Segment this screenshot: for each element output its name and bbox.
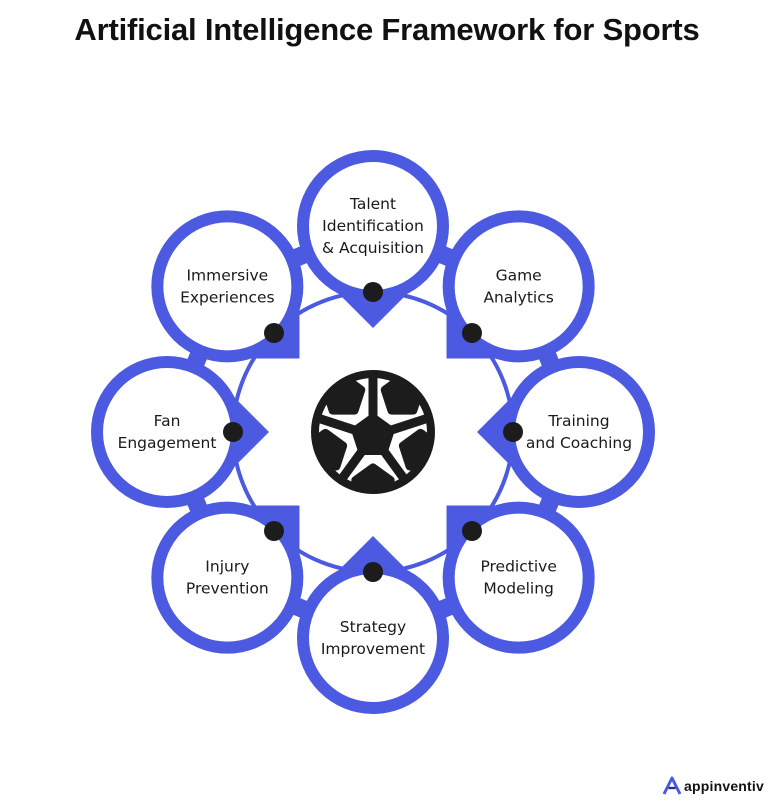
page-title: Artificial Intelligence Framework for Sp…: [74, 12, 700, 47]
node-pointer: [477, 396, 513, 468]
ring-dot: [264, 323, 285, 344]
node-label: Fan: [154, 412, 181, 430]
ball-patch: [351, 463, 395, 490]
node-label: Modeling: [483, 580, 554, 598]
node-inner-circle: [309, 162, 437, 290]
brand-name: appinventiv: [684, 778, 764, 794]
node-inner-circle: [103, 368, 231, 496]
ring-dot: [363, 562, 383, 582]
ring-dot: [461, 520, 482, 541]
node-inner-circle: [163, 222, 292, 351]
ball-seam: [315, 412, 361, 435]
node-training: Training and Coaching: [477, 356, 655, 508]
soccer-ball-icon: [311, 370, 435, 494]
node-label: Training: [547, 412, 609, 430]
ring-dot: [223, 422, 243, 442]
node-pointer: [337, 536, 409, 572]
node-inner-circle: [309, 574, 437, 702]
node-label: Predictive: [480, 558, 556, 576]
ring-dot: [503, 422, 523, 442]
ring-dot: [363, 282, 383, 302]
node-label: Game: [496, 266, 542, 284]
node-pointer: [337, 292, 409, 328]
ring-dot: [461, 323, 482, 344]
node-label: Improvement: [321, 640, 425, 658]
node-inner-circle: [515, 368, 643, 496]
node-label: Analytics: [483, 288, 553, 306]
node-inner-circle: [163, 513, 292, 642]
node-label: Identification: [322, 217, 424, 235]
node-label: Prevention: [186, 580, 269, 598]
ring-dots: [223, 282, 523, 582]
node-label: and Coaching: [526, 434, 632, 452]
node-label: Immersive: [186, 266, 268, 284]
brand-logo: appinventiv: [662, 776, 764, 796]
node-label: Engagement: [118, 434, 217, 452]
node-inner-circle: [454, 513, 583, 642]
node-label: Talent: [349, 195, 396, 213]
node-inner-circle: [454, 222, 583, 351]
node-pointer: [233, 396, 269, 468]
central-hub: [223, 282, 523, 582]
node-label: & Acquisition: [322, 239, 424, 257]
ball-patch: [351, 413, 395, 456]
node-label: Strategy: [340, 618, 406, 636]
ball-seam: [385, 412, 431, 435]
node-label: Experiences: [180, 288, 275, 306]
node-label: Injury: [205, 558, 249, 576]
ring-dot: [264, 520, 285, 541]
appinventiv-logo-icon: [662, 776, 682, 795]
